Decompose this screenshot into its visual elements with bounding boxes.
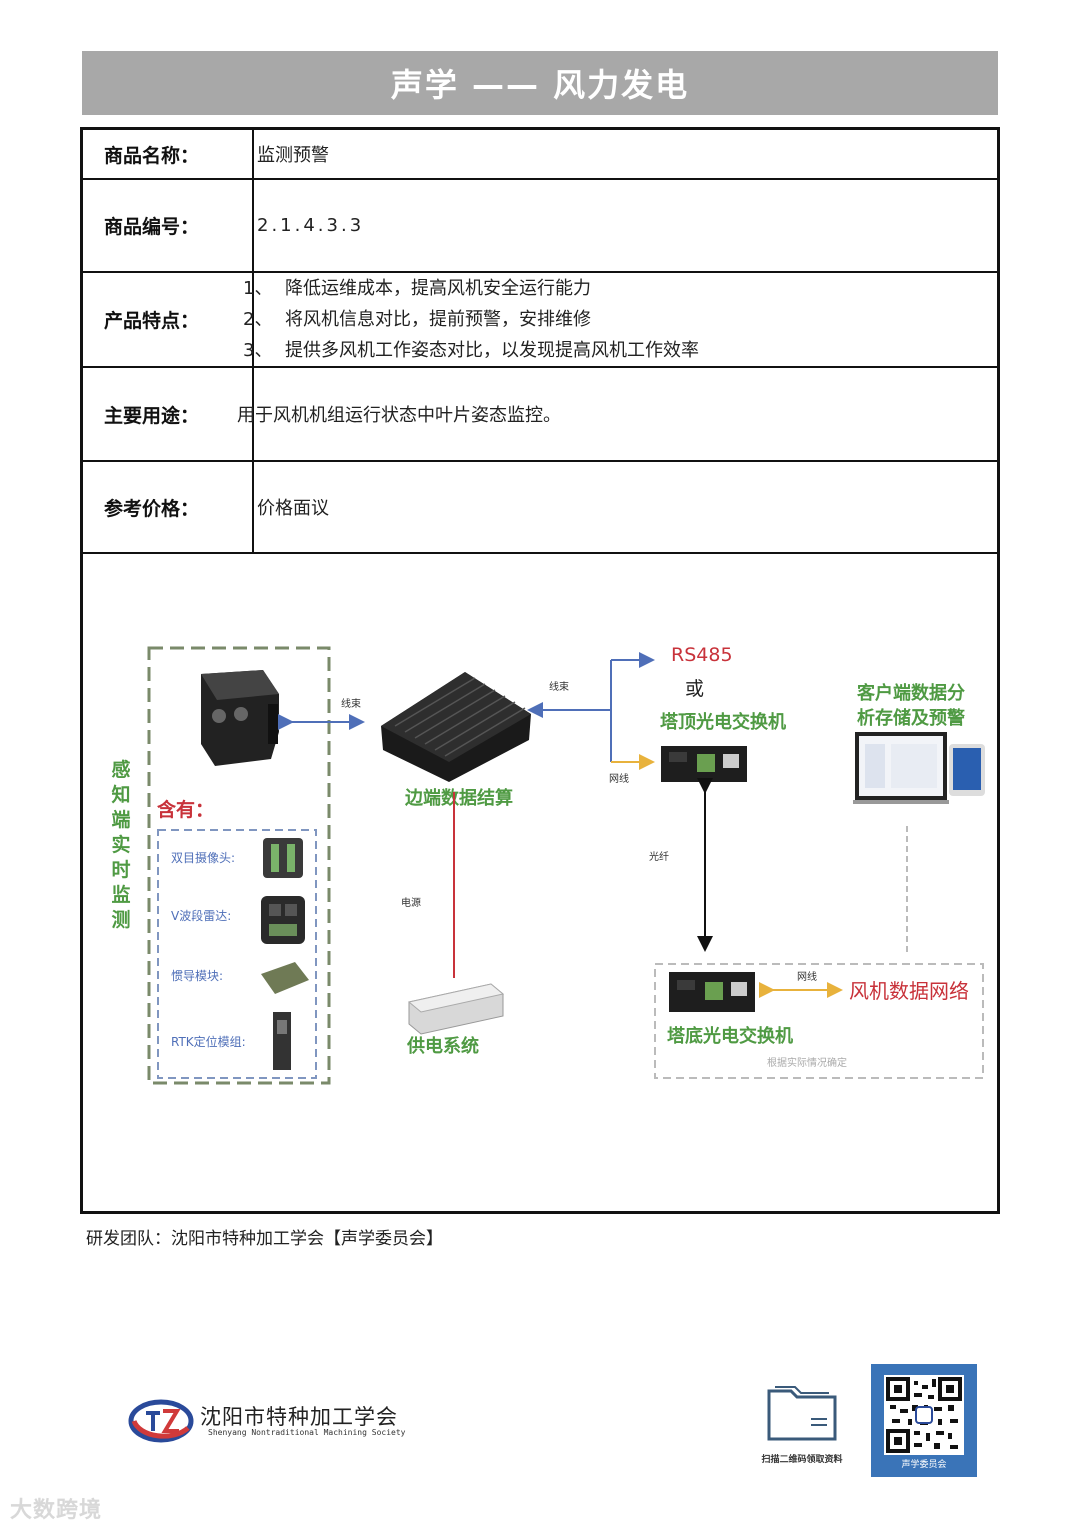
qr-caption: 声学委员会 [901, 1460, 947, 1470]
sense-title: 感知端实时监测 [111, 758, 130, 931]
org-logo: 沈阳市特种加工学会 Shenyang Nontraditional Machin… [128, 1398, 418, 1448]
qr-code-image [884, 1375, 964, 1455]
features-list: 1、降低运维成本，提高风机安全运行能力 2、将风机信息对比，提前预警，安排维修 … [233, 273, 997, 366]
sensor-radar-label: V波段雷达: [171, 908, 231, 923]
sensor-list-frame [157, 829, 317, 1079]
sensor-imu-label: 惯导模块: [171, 968, 223, 983]
client-monitor-icon [853, 732, 985, 804]
row-code: 商品编号： 2.1.4.3.3 [83, 180, 997, 273]
contains-label: 含有： [157, 798, 214, 821]
folder-icon [767, 1386, 837, 1441]
edge-computer-icon [381, 672, 531, 782]
dev-team: 研发团队：沈阳市特种加工学会【声学委员会】 [86, 1229, 443, 1249]
code-label: 商品编号： [83, 180, 254, 271]
row-price: 参考价格： 价格面议 [83, 462, 997, 554]
name-value: 监测预警 [257, 145, 329, 166]
power-sys-label: 供电系统 [406, 1035, 479, 1057]
net1-label: 网线 [609, 772, 629, 785]
features-label: 产品特点： [83, 273, 254, 366]
org-name: 沈阳市特种加工学会 [200, 1405, 398, 1429]
client-line2: 析存储及预警 [857, 707, 965, 729]
sensor-device-icon [201, 670, 279, 766]
org-logo-icon [128, 1399, 194, 1443]
edge-label: 边端数据结算 [404, 787, 513, 809]
sensor-list: 双目摄像头: V波段雷达: 惯导模块: RTK定位模组: [171, 850, 246, 1049]
feature-item: 2、将风机信息对比，提前预警，安排维修 [243, 309, 591, 330]
row-features: 产品特点： 1、降低运维成本，提高风机安全运行能力 2、将风机信息对比，提前预警… [83, 273, 997, 368]
sensor-camera-label: 双目摄像头: [171, 850, 235, 865]
watermark: 大数跨境 [10, 1498, 103, 1523]
radar-module-icon [261, 896, 305, 944]
rs485-label: RS485 [671, 644, 733, 666]
sense-group-frame [147, 646, 331, 1085]
camera-module-icon [263, 838, 303, 878]
client-line1: 客户端数据分 [857, 682, 965, 704]
top-switch-label: 塔顶光电交换机 [660, 711, 786, 733]
feature-item: 1、降低运维成本，提高风机安全运行能力 [243, 278, 591, 299]
sense-title-text: 感知端实时监测 [111, 758, 130, 931]
wire2-label: 线束 [549, 680, 569, 693]
usage-label: 主要用途： [83, 368, 254, 460]
qr-pattern-icon [886, 1377, 962, 1453]
fiber-label: 光纤 [649, 850, 669, 863]
sensor-rtk-label: RTK定位模组: [171, 1034, 246, 1049]
usage-value: 用于风机机组运行状态中叶片姿态监控。 [237, 405, 561, 426]
note-label: 根据实际情况确定 [767, 1056, 847, 1069]
imu-module-icon [261, 962, 309, 994]
price-value: 价格面议 [257, 498, 329, 519]
rtk-module-icon [273, 1012, 291, 1070]
net2-label: 网线 [797, 970, 817, 983]
product-sheet: 商品名称： 监测预警 商品编号： 2.1.4.3.3 产品特点： 1、降低运维成… [80, 127, 1000, 1214]
power-supply-icon [407, 983, 505, 1035]
row-name: 商品名称： 监测预警 [83, 130, 997, 180]
name-label: 商品名称： [83, 130, 254, 178]
org-name-en: Shenyang Nontraditional Machining Societ… [208, 1428, 406, 1437]
power-line-label: 电源 [401, 896, 421, 909]
bottom-switch-icon [669, 972, 755, 1012]
code-value: 2.1.4.3.3 [257, 215, 365, 236]
bottom-group-frame [654, 963, 984, 1079]
qr-code[interactable]: 声学委员会 [871, 1364, 977, 1477]
top-switch-icon [661, 746, 747, 782]
wire1-label: 线束 [341, 697, 361, 710]
system-diagram: 感知端实时监测 含有： 双目摄像头: V波段雷达: 惯导模块: RTK定位模组:… [111, 644, 985, 1085]
or-label: 或 [685, 678, 704, 700]
row-usage: 主要用途： 用于风机机组运行状态中叶片姿态监控。 [83, 368, 997, 462]
price-label: 参考价格： [83, 462, 254, 552]
bottom-switch-label: 塔底光电交换机 [667, 1025, 793, 1047]
page-title: 声学 —— 风力发电 [82, 51, 998, 115]
scan-text: 扫描二维码领取资料 [761, 1455, 843, 1465]
wind-net-label: 风机数据网络 [849, 979, 969, 1003]
feature-item: 3、提供多风机工作姿态对比，以发现提高风机工作效率 [243, 340, 699, 361]
